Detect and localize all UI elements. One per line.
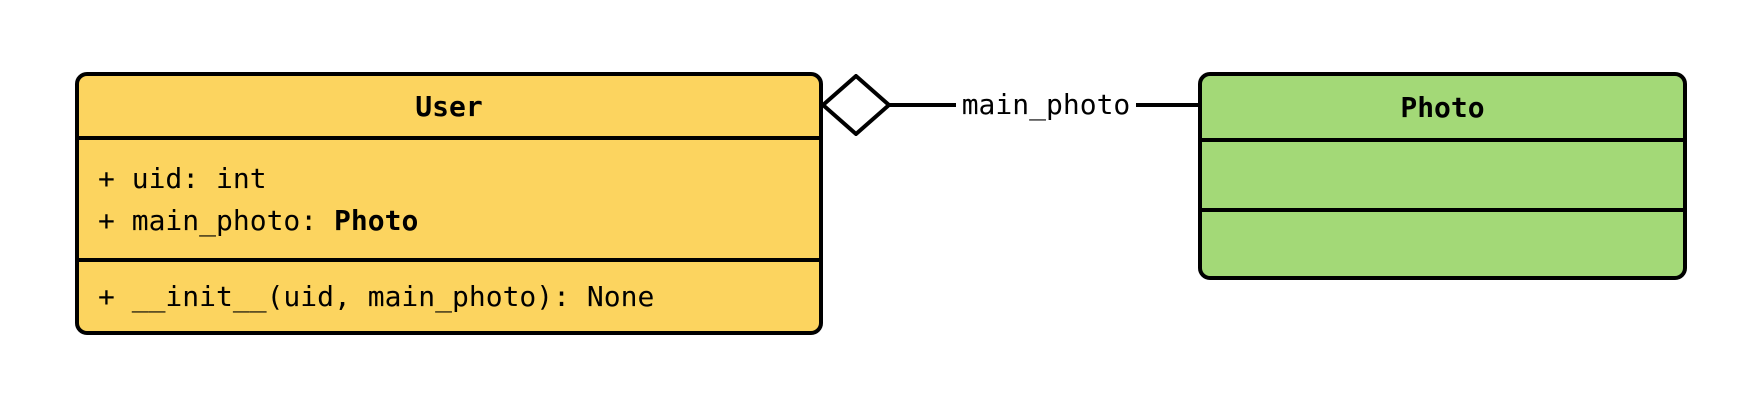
connector-line-right <box>1136 103 1200 107</box>
class-box-photo: Photo <box>1198 72 1687 280</box>
attribute-uid-text: + uid: <box>98 162 217 195</box>
attribute-main-photo-text: + main_photo: <box>98 204 335 237</box>
class-title-user: User <box>79 76 819 140</box>
attribute-main-photo: + main_photo: Photo <box>98 200 819 242</box>
class-attributes-user: + uid: int + main_photo: Photo <box>79 140 819 262</box>
class-box-user: User + uid: int + main_photo: Photo + __… <box>75 72 823 335</box>
class-methods-photo <box>1202 212 1683 276</box>
aggregation-diamond-icon <box>821 74 891 136</box>
relation-label: main_photo <box>961 88 1131 121</box>
class-attributes-photo <box>1202 142 1683 212</box>
class-methods-user: + __init__(uid, main_photo): None <box>79 262 819 331</box>
attribute-uid-type: int <box>216 162 267 195</box>
attribute-uid: + uid: int <box>98 158 819 200</box>
method-init: + __init__(uid, main_photo): None <box>98 279 655 313</box>
class-title-photo: Photo <box>1202 76 1683 142</box>
connector-line-left <box>888 103 956 107</box>
attribute-main-photo-type: Photo <box>334 204 419 237</box>
